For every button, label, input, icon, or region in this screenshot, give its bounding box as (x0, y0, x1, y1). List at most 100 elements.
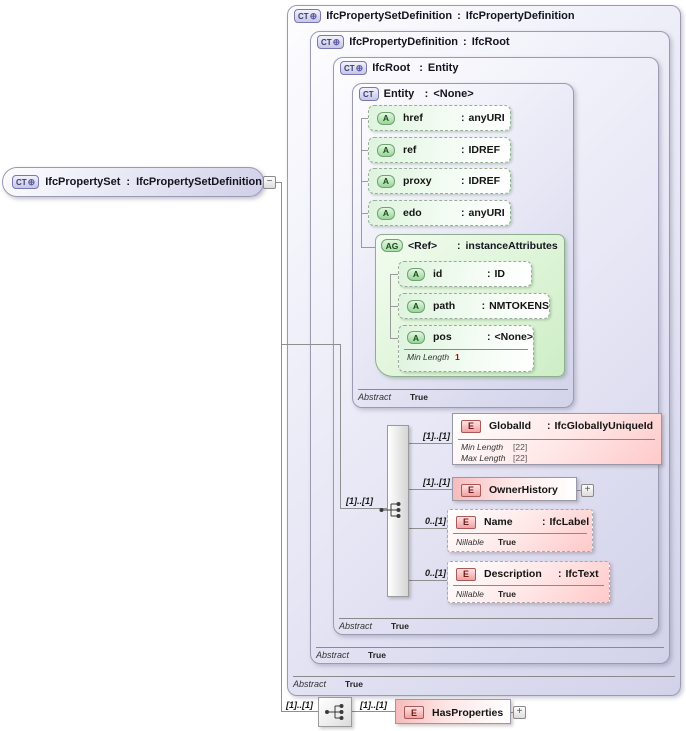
min-length-facet-globalid: Min Length [22] (461, 442, 527, 452)
connector-line (577, 490, 581, 491)
max-length-facet-globalid: Max Length [22] (461, 453, 527, 463)
colon: : (419, 62, 423, 74)
root-element-ifcpropertyset[interactable]: CT⊕ IfcPropertySet : IfcPropertySetDefin… (2, 167, 264, 197)
facet-label: Min Length (407, 352, 450, 362)
facet-value: True (498, 537, 516, 547)
colon: : (461, 112, 465, 124)
attribute-type: ID (494, 268, 506, 280)
attribute-tree-line (361, 247, 375, 248)
element-name: GlobalId (489, 420, 531, 432)
colon: : (424, 88, 429, 100)
facet-separator (453, 585, 604, 586)
derived-plus-icon: ⊕ (355, 62, 364, 73)
connector-line (281, 182, 282, 712)
facet-value: [22] (513, 453, 528, 463)
element-ownerhistory[interactable]: E OwnerHistory (452, 477, 577, 501)
facet-value: True (410, 392, 428, 402)
colon: : (461, 175, 465, 187)
abstract-facet-ifcpropertysetdefinition: Abstract True (293, 679, 363, 689)
facet-label: Abstract (358, 392, 392, 402)
nillable-facet-description: Nillable True (456, 589, 516, 599)
type-name: IfcPropertySetDefinition (326, 10, 453, 22)
element-name: IfcPropertySet (45, 176, 121, 188)
attribute-href: A href : anyURI (368, 105, 511, 131)
connector-line (409, 489, 452, 490)
facet-label: Nillable (456, 537, 484, 547)
element-type: IfcGloballyUniqueId (554, 420, 654, 432)
attribute-name: id (433, 268, 443, 280)
facet-value: True (391, 621, 409, 631)
attribute-tree-line (361, 118, 362, 247)
attribute-type: anyURI (468, 112, 505, 124)
attribute-icon: A (377, 111, 395, 125)
attribute-name: pos (433, 331, 452, 343)
element-type: IfcLabel (549, 516, 590, 528)
attribute-tree-line (361, 150, 368, 151)
connector-line (340, 344, 341, 509)
sequence-group-bottom[interactable] (318, 697, 352, 727)
attribute-type: <None> (494, 331, 533, 343)
connector-line (340, 508, 387, 509)
sequence-icon (379, 502, 401, 518)
expand-icon[interactable]: + (513, 706, 526, 719)
element-icon: E (456, 567, 476, 581)
attribute-tree-line (361, 118, 368, 119)
element-description[interactable]: E Description : IfcText (447, 561, 610, 603)
colon: : (558, 568, 562, 580)
attribute-group-type: instanceAttributes (465, 239, 558, 252)
cardinality-bottom-right: [1]..[1] (360, 700, 387, 710)
element-hasproperties[interactable]: E HasProperties (395, 699, 511, 724)
colon: : (126, 176, 131, 188)
attribute-icon: A (377, 143, 395, 157)
element-type: IfcText (565, 568, 599, 580)
element-name-node[interactable]: E Name : IfcLabel (447, 509, 593, 552)
base-type: <None> (433, 88, 474, 100)
facet-value: True (368, 650, 386, 660)
element-name: HasProperties (432, 706, 504, 719)
connector-line (281, 711, 318, 712)
expand-icon[interactable]: + (581, 484, 594, 497)
attribute-type: anyURI (468, 207, 505, 219)
attribute-icon: A (407, 299, 425, 313)
facet-separator (358, 389, 568, 390)
facet-value: 1 (455, 352, 460, 362)
colon: : (457, 239, 461, 252)
colon: : (487, 268, 491, 280)
element-icon: E (461, 483, 481, 497)
derived-plus-icon: ⊕ (309, 10, 318, 21)
derived-plus-icon: ⊕ (27, 176, 36, 187)
type-name: Entity (383, 88, 415, 100)
cardinality-bottom-left: [1]..[1] (286, 700, 313, 710)
element-icon: E (461, 419, 481, 433)
element-type: IfcPropertySetDefinition (136, 176, 262, 188)
cardinality-description: 0..[1] (424, 568, 446, 578)
attribute-type: NMTOKENS (489, 300, 549, 312)
attribute-tree-line (390, 274, 398, 275)
abstract-facet-entity: Abstract True (358, 392, 428, 402)
base-type: Entity (427, 62, 459, 74)
connector-line (281, 344, 340, 345)
complex-type-icon: CT⊕ (294, 9, 322, 23)
facet-separator (316, 647, 664, 648)
colon: : (547, 420, 551, 432)
facet-label: Abstract (293, 679, 327, 689)
cardinality-globalid: [1]..[1] (423, 431, 450, 441)
facet-separator (458, 439, 655, 440)
colon: : (486, 331, 491, 343)
complex-type-icon: CT⊕ (340, 61, 368, 75)
base-type: IfcPropertyDefinition (465, 10, 575, 22)
attribute-name: ref (403, 144, 417, 156)
type-name: IfcPropertyDefinition (349, 36, 459, 48)
colon: : (463, 36, 467, 48)
collapse-icon[interactable]: − (263, 176, 276, 189)
connector-line (409, 580, 447, 581)
colon: : (457, 10, 461, 22)
connector-line (409, 443, 452, 444)
attribute-group-icon: AG (381, 239, 403, 252)
colon: : (481, 300, 486, 312)
attribute-path: A path : NMTOKENS (398, 293, 550, 319)
attribute-icon: A (407, 331, 425, 344)
colon: : (542, 516, 546, 528)
attribute-proxy: A proxy : IDREF (368, 168, 511, 194)
